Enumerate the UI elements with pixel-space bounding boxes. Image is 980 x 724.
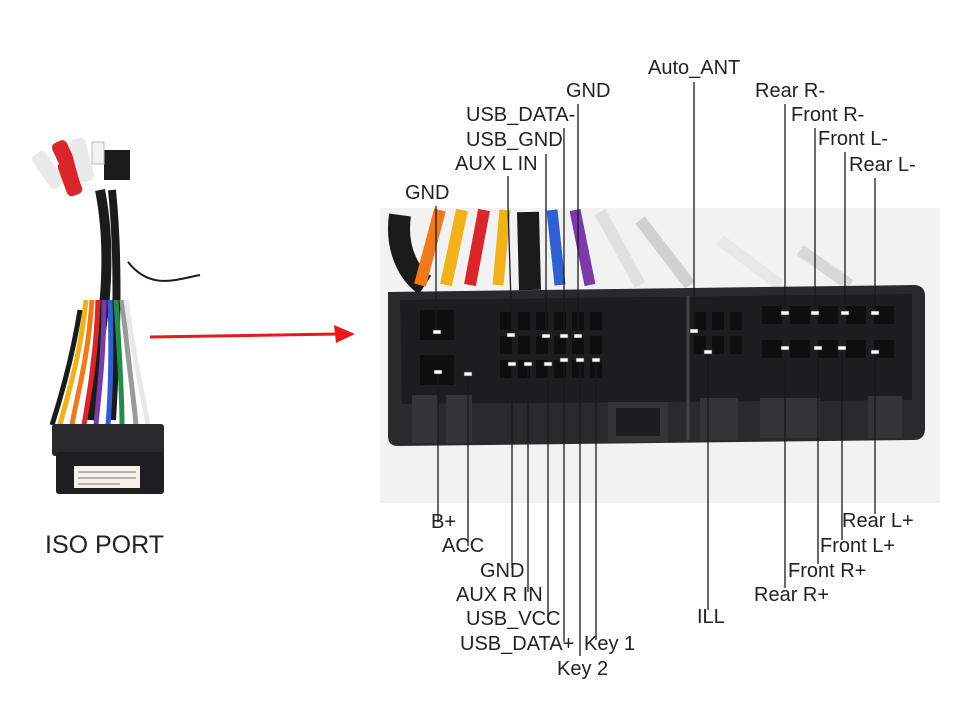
iso-port-caption: ISO PORT (45, 531, 164, 559)
label-key-2: Key 2 (557, 658, 608, 680)
label-rear-r-plus: Rear R+ (754, 584, 829, 606)
label-gnd-bottom: GND (480, 560, 524, 582)
wire-bundle-icon (49, 189, 151, 426)
connector-closeup-illustration (380, 208, 940, 503)
label-front-r-minus: Front R- (791, 104, 864, 126)
label-gnd-top: GND (566, 80, 610, 102)
label-aux-l-in: AUX L IN (455, 153, 538, 175)
iso-harness-illustration (31, 137, 201, 494)
top-pin-labels: GND AUX L IN USB_GND USB_DATA- GND Auto_… (405, 57, 916, 204)
label-key-1: Key 1 (584, 633, 635, 655)
label-usb-data-minus: USB_DATA- (466, 104, 575, 126)
leader-lines (435, 82, 876, 656)
iso-connector-icon (52, 424, 164, 494)
label-acc: ACC (442, 535, 484, 557)
label-rear-l-minus: Rear L- (849, 154, 916, 176)
label-b-plus: B+ (431, 511, 456, 533)
arrow-right-icon (149, 325, 355, 343)
label-front-l-plus: Front L+ (820, 535, 895, 557)
label-gnd-left: GND (405, 182, 449, 204)
label-ill: ILL (697, 606, 725, 628)
pin-markers (432, 310, 880, 377)
label-front-l-minus: Front L- (818, 128, 888, 150)
rca-plugs-icon (31, 137, 130, 197)
label-rear-r-minus: Rear R- (755, 80, 825, 102)
label-rear-l-plus: Rear L+ (842, 510, 914, 532)
label-usb-vcc: USB_VCC (466, 608, 560, 630)
label-auto-ant: Auto_ANT (648, 57, 740, 79)
label-usb-data-plus: USB_DATA+ (460, 633, 574, 655)
bottom-pin-labels: B+ ACC GND AUX R IN USB_VCC USB_DATA+ Ke… (431, 510, 914, 680)
label-usb-gnd: USB_GND (466, 129, 563, 151)
label-front-r-plus: Front R+ (788, 560, 866, 582)
label-aux-r-in: AUX R IN (456, 584, 543, 606)
